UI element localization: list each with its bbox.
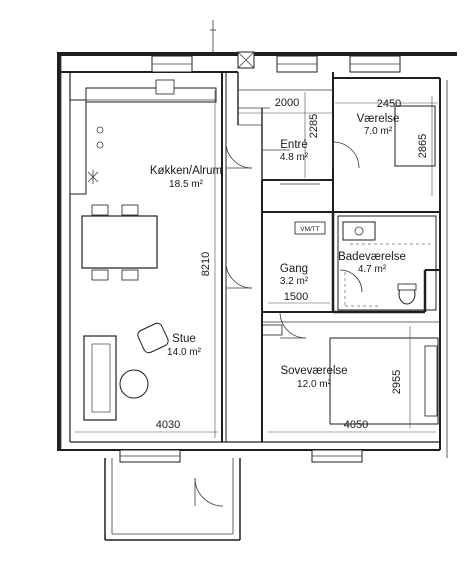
bathroom-fixtures	[294, 215, 437, 311]
room-area-kokken: 18.5 m²	[169, 179, 204, 190]
sink-icon	[155, 79, 175, 95]
top-windows	[151, 20, 401, 73]
living-furniture	[83, 322, 169, 421]
washer-label: VM/TT	[300, 226, 320, 233]
dining-table	[81, 204, 158, 281]
washer-box	[294, 221, 326, 235]
dimension-lines	[75, 90, 438, 438]
room-name-stue: Stue	[172, 333, 196, 345]
doors	[194, 141, 363, 507]
interior-walls	[221, 72, 440, 442]
dim-vaerelse-height: 2865	[417, 134, 429, 158]
room-area-badevaerelse: 4.7 m²	[358, 264, 387, 275]
room-area-gang: 3.2 m²	[280, 276, 309, 287]
dim-entre-width: 2000	[275, 97, 299, 109]
room-name-entre: Entré	[280, 139, 308, 151]
outer-walls	[57, 52, 457, 458]
dim-vaerelse-width: 2450	[377, 98, 401, 110]
dim-sovevaerelse-width: 4050	[344, 419, 368, 431]
vaerelse-furniture	[394, 105, 436, 167]
room-area-entre: 4.8 m²	[280, 152, 309, 163]
dim-entre-height: 2285	[308, 114, 320, 138]
room-name-gang: Gang	[280, 263, 308, 275]
bedroom-furniture	[261, 324, 439, 425]
room-area-stue: 14.0 m²	[167, 347, 202, 358]
dim-living-height: 8210	[200, 252, 212, 276]
dim-gang-width: 1500	[284, 291, 308, 303]
room-name-kokken: Køkken/Alrum	[150, 165, 222, 177]
room-area-sovevaerelse: 12.0 m²	[297, 379, 332, 390]
dim-sovevaerelse-height: 2955	[391, 370, 403, 394]
balcony	[104, 449, 363, 541]
room-name-sovevaerelse: Soveværelse	[280, 365, 347, 377]
kitchen-counter	[69, 79, 217, 195]
room-area-vaerelse: 7.0 m²	[364, 126, 393, 137]
room-name-badevaerelse: Badeværelse	[338, 251, 406, 263]
dim-stue-width: 4030	[156, 419, 180, 431]
room-name-vaerelse: Værelse	[357, 113, 400, 125]
